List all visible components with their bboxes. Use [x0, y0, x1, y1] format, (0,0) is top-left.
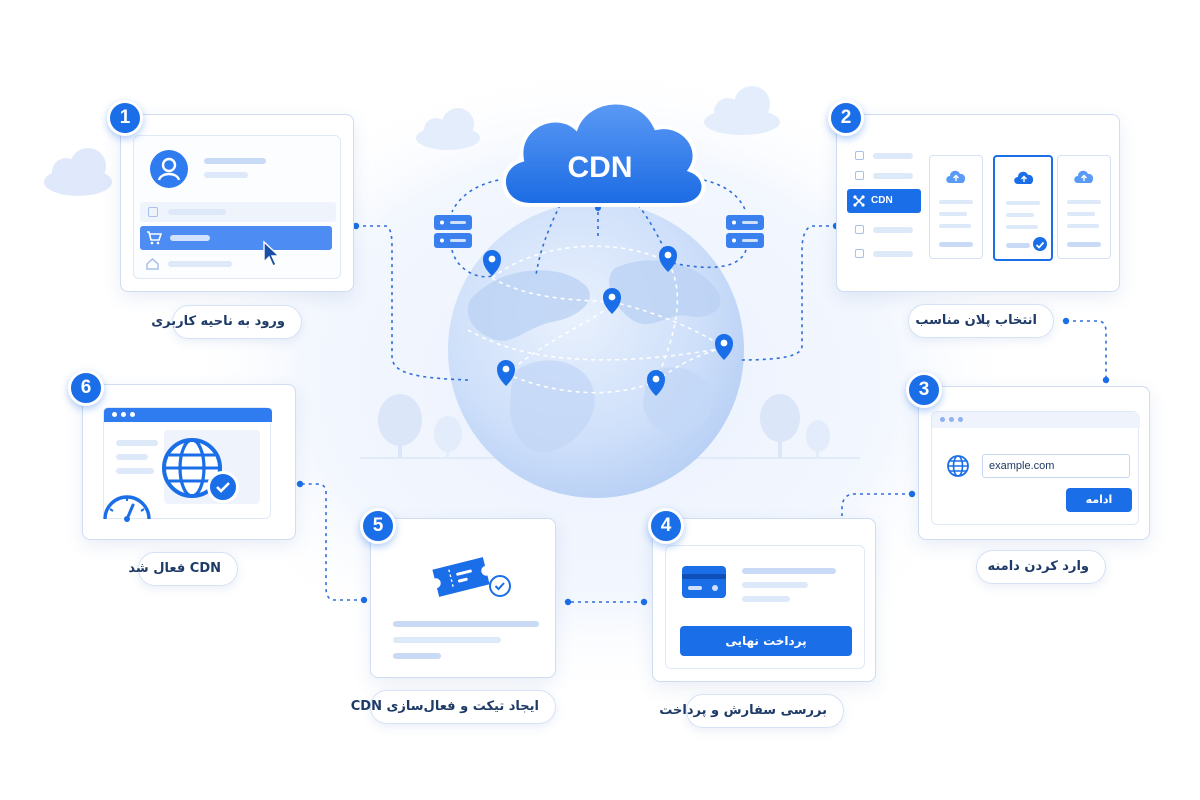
- tree-icon: [806, 420, 830, 458]
- check-icon: [1033, 237, 1047, 251]
- speedometer-icon: [103, 495, 151, 522]
- step-6-panel: [82, 384, 296, 540]
- link-dot: [1062, 317, 1070, 325]
- plan-card-2-selected[interactable]: [993, 155, 1053, 261]
- link-dot: [360, 596, 368, 604]
- step-4-badge: 4: [648, 508, 684, 544]
- link-dot: [640, 598, 648, 606]
- step-2-badge: 2: [828, 100, 864, 136]
- globe-icon: [947, 455, 969, 477]
- step-1-badge: 1: [107, 100, 143, 136]
- tree-icon: [434, 416, 462, 458]
- server-icon: [726, 215, 764, 248]
- plan-card-1[interactable]: [929, 155, 983, 259]
- credit-card-icon: [682, 566, 726, 598]
- step-5-label: ایجاد تیکت و فعال‌سازی CDN: [351, 690, 556, 724]
- folder-icon: [855, 225, 864, 234]
- step-1-label: ورود به ناحیه کاربری: [151, 305, 302, 339]
- final-payment-button[interactable]: پرداخت نهایی: [680, 626, 852, 656]
- step-1-panel: [120, 114, 354, 292]
- location-pin-icon: [715, 334, 733, 360]
- location-pin-icon: [483, 250, 501, 276]
- user-email-placeholder: [204, 172, 248, 178]
- sidebar-item[interactable]: [849, 149, 935, 163]
- step-5-badge: 5: [360, 508, 396, 544]
- globe-icon: [162, 438, 222, 498]
- step-2-window: CDN: [841, 135, 1113, 279]
- cdn-cloud-label: CDN: [567, 151, 633, 184]
- sidebar-item-cdn-label: CDN: [871, 195, 893, 206]
- cdn-cloud-icon: [502, 100, 706, 207]
- step-5-panel: [370, 518, 556, 678]
- tree-icon: [760, 394, 800, 458]
- home-icon: [146, 258, 159, 270]
- step-1-window: [133, 135, 341, 279]
- step-3-badge: 3: [906, 372, 942, 408]
- step-4-label: بررسی سفارش و پرداخت: [659, 694, 844, 728]
- sidebar-item-cdn[interactable]: CDN: [847, 189, 921, 213]
- check-icon: [207, 471, 239, 503]
- server-icon: [434, 215, 472, 248]
- cloud-upload-icon: [1074, 170, 1094, 183]
- step-3-label: وارد کردن دامنه: [976, 550, 1106, 584]
- step-6-label: CDN فعال شد: [128, 552, 238, 586]
- plan-card-3[interactable]: [1057, 155, 1111, 259]
- sidebar-item[interactable]: [849, 247, 935, 261]
- menu-item-home[interactable]: [140, 254, 336, 274]
- link-dot: [352, 222, 360, 230]
- decor-cloud-center-right: [704, 86, 780, 135]
- menu-item-cart[interactable]: [140, 226, 332, 250]
- mouse-cursor-icon: [263, 240, 281, 267]
- step-4-window: پرداخت نهایی: [665, 545, 865, 669]
- menu-item-box[interactable]: [140, 202, 336, 222]
- link-dot: [564, 598, 572, 606]
- step-3-window: example.com ادامه: [931, 411, 1140, 525]
- box-icon: [148, 207, 158, 217]
- step-6-badge: 6: [68, 370, 104, 406]
- folder-icon: [855, 171, 864, 180]
- decor-cloud-center-left: [416, 108, 480, 150]
- step-2-label: انتخاب پلان مناسب: [908, 304, 1054, 338]
- sidebar-item[interactable]: [849, 223, 935, 237]
- location-pin-icon: [497, 360, 515, 386]
- cart-icon: [147, 231, 162, 245]
- continue-button[interactable]: ادامه: [1066, 488, 1132, 512]
- location-pin-icon: [659, 246, 677, 272]
- tree-icon: [378, 394, 422, 458]
- check-icon: [489, 575, 511, 597]
- location-pin-icon: [647, 370, 665, 396]
- decor-cloud-left: [44, 148, 112, 196]
- cloud-upload-icon: [1014, 171, 1034, 184]
- folder-icon: [855, 151, 864, 160]
- link-dot: [1102, 376, 1110, 384]
- step-2-panel: CDN: [836, 114, 1120, 292]
- sidebar-item[interactable]: [849, 169, 935, 183]
- step-6-titlebar: [104, 408, 272, 422]
- domain-input[interactable]: example.com: [982, 454, 1130, 478]
- cdn-network-icon: [853, 195, 865, 207]
- location-pin-icon: [603, 288, 621, 314]
- user-name-placeholder: [204, 158, 266, 164]
- earth-globe-icon: [448, 202, 744, 498]
- step-4-panel: پرداخت نهایی: [652, 518, 876, 682]
- link-dot: [296, 480, 304, 488]
- ticket-icon: [432, 557, 490, 597]
- cloud-upload-icon: [946, 170, 966, 183]
- step-3-panel: example.com ادامه: [918, 386, 1150, 540]
- user-avatar-icon: [150, 150, 188, 188]
- folder-icon: [855, 249, 864, 258]
- link-dot: [908, 490, 916, 498]
- domain-input-value: example.com: [989, 460, 1055, 472]
- step-3-titlebar: [932, 412, 1140, 428]
